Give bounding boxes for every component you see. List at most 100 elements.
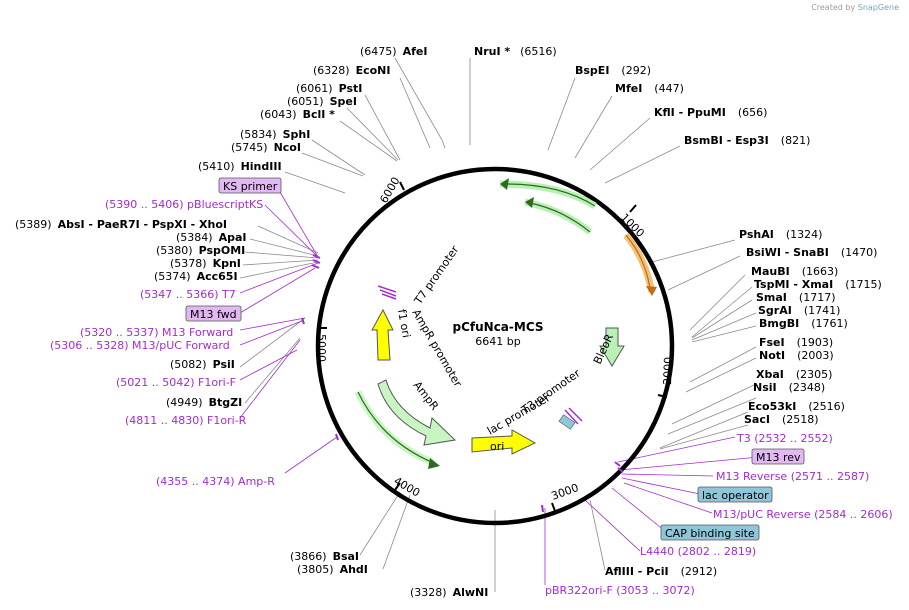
- bleor-outer-arc-line: [505, 183, 596, 207]
- site-bsmbi-pos: (821): [781, 134, 811, 147]
- tick-label-4000: 4000: [392, 474, 423, 499]
- site-bcli: (6043)BclI *: [260, 108, 335, 121]
- site-sphi: (5834) SphI: [240, 128, 310, 141]
- orange-arc-line: [625, 234, 651, 289]
- primer-l4440: L4440 (2802 .. 2819): [640, 545, 756, 558]
- site-psti-name: PstI: [339, 82, 363, 95]
- site-nrui: NruI *(6516): [474, 45, 557, 58]
- site-ncoi-name: NcoI: [274, 141, 301, 154]
- plasmid-name: pCfuNca-MCS: [452, 320, 543, 334]
- m13-fwd-box: [185, 305, 242, 322]
- site-smai: SmaI (1717): [756, 291, 835, 304]
- site-spei-name: SpeI: [330, 95, 357, 108]
- site-psti-pos: (6061): [296, 82, 333, 95]
- site-bsiwi: BsiWI - SnaBI(1470): [746, 246, 877, 259]
- feature-arrows: [354, 178, 657, 469]
- label-ampr: AmpR: [411, 379, 442, 413]
- f1ori-arc-line: [357, 391, 437, 465]
- snapgene-credit: Created by SnapGene: [811, 3, 899, 12]
- site-afei-pos: (6475): [360, 45, 397, 58]
- site-apai: (5384)ApaI: [176, 231, 246, 244]
- site-acc65i-pos: (5374): [154, 270, 191, 283]
- site-maubi: MauBI(1663): [751, 265, 838, 278]
- bleor-outer-head: [500, 178, 509, 190]
- site-alwni: (3328)AlwNI: [410, 586, 488, 599]
- site-afei-name: AfeI: [403, 45, 428, 58]
- site-ncoi-pos: (5745): [231, 141, 268, 154]
- site-nrui-name: NruI *: [474, 45, 510, 58]
- site-fsei: FseI (1903): [759, 336, 833, 349]
- site-sphi-name: SphI: [283, 128, 311, 141]
- site-xbai: XbaI(2305): [756, 368, 832, 381]
- site-kpni-name: KpnI: [213, 257, 241, 270]
- site-econi: (6328)EcoNI: [313, 64, 390, 77]
- primer-f1ori-f: (5021 .. 5042) F1ori-F: [116, 376, 236, 389]
- primer-m13-reverse: M13 Reverse (2571 .. 2587): [716, 470, 869, 483]
- site-sgrai-name: SgrAI: [758, 304, 792, 317]
- primer-pbluescriptks: (5390 .. 5406) pBluescriptKS: [105, 198, 263, 211]
- f1ori-head: [428, 458, 440, 469]
- site-noti-name: NotI: [759, 349, 785, 362]
- site-eco53ki: Eco53kI (2516): [748, 400, 845, 413]
- site-maubi-name: MauBI: [751, 265, 790, 278]
- site-mfei: MfeI(447): [615, 82, 684, 95]
- site-btgzi-pos: (4949): [166, 396, 203, 409]
- site-fsei-pos: (1903): [797, 336, 834, 349]
- site-mfei-name: MfeI: [615, 82, 642, 95]
- site-alwni-name: AlwNI: [453, 586, 489, 599]
- label-t7-promoter: T7 promoter: [411, 243, 462, 308]
- site-bsai: (3866)BsaI: [290, 550, 359, 563]
- lac-operator-label: lac operator: [702, 489, 769, 502]
- ampr-promoter-arrow: [371, 308, 394, 361]
- site-smai-pos: (1717): [799, 291, 836, 304]
- site-kfli-name: KflI - PpuMI: [654, 106, 726, 119]
- bleor-inner-head: [525, 197, 534, 208]
- orange-head: [646, 286, 657, 296]
- primer-pbr322ori-f: pBR322ori-F (3053 .. 3072): [545, 584, 695, 597]
- site-afliii-name: AflIII - PciI: [605, 565, 669, 578]
- site-xbai-name: XbaI: [756, 368, 784, 381]
- label-lac-promoter: lac promoter: [485, 391, 553, 438]
- site-hindiii-name: HindIII: [241, 160, 282, 173]
- site-bsai-pos: (3866): [290, 550, 327, 563]
- site-saci-name: SacI: [744, 413, 770, 426]
- site-sgrai: SgrAI (1741): [758, 304, 840, 317]
- site-acc65i-name: Acc65I: [197, 270, 238, 283]
- site-bcli-pos: (6043): [260, 108, 297, 121]
- site-bsiwi-name: BsiWI - SnaBI: [746, 246, 829, 259]
- primer-t3: T3 (2532 .. 2552): [736, 432, 833, 445]
- ks-primer-box: [218, 177, 282, 194]
- primer-leader-lines: [239, 191, 771, 585]
- site-fsei-name: FseI: [759, 336, 785, 349]
- site-bmgbi: BmgBI(1761): [759, 317, 848, 330]
- site-btgzi: (4949)BtgZI: [166, 396, 242, 409]
- bleor-small-arrow: [599, 327, 625, 367]
- tick-label-2000: 2000: [661, 357, 675, 385]
- t3-marks: [564, 407, 583, 425]
- site-kfli: KflI - PpuMI (656): [654, 106, 767, 119]
- site-kpni: (5378)KpnI: [170, 257, 241, 270]
- site-sgrai-pos: (1741): [804, 304, 841, 317]
- site-eco53ki-name: Eco53kI: [748, 400, 796, 413]
- plasmid-size: 6641 bp: [475, 335, 520, 348]
- site-labels: (6475) AfeI NruI *(6516) (6328)EcoNI BspE…: [15, 45, 882, 599]
- site-ahdi: (3805)AhdI: [297, 563, 368, 576]
- site-smai-name: SmaI: [756, 291, 787, 304]
- site-psii-name: PsiI: [213, 358, 235, 371]
- site-nsii: NsiI(2348): [753, 381, 825, 394]
- site-sphi-pos: (5834): [240, 128, 277, 141]
- lac-operator-label-box: [697, 486, 773, 503]
- tick-label-6000: 6000: [377, 175, 402, 206]
- site-absi-pos: (5389): [15, 218, 52, 231]
- lac-operator-box: [558, 414, 576, 430]
- site-bspei: BspEI(292): [575, 64, 651, 77]
- site-kfli-pos: (656): [738, 106, 768, 119]
- site-ahdi-name: AhdI: [340, 563, 368, 576]
- site-pspomi-name: PspOMI: [199, 244, 246, 257]
- tick-label-3000: 3000: [550, 481, 581, 503]
- site-eco53ki-pos: (2516): [808, 400, 845, 413]
- site-bmgbi-pos: (1761): [811, 317, 848, 330]
- site-pspomi-pos: (5380): [156, 244, 193, 257]
- site-psti: (6061) PstI: [296, 82, 362, 95]
- site-pshai-name: PshAI: [739, 228, 774, 241]
